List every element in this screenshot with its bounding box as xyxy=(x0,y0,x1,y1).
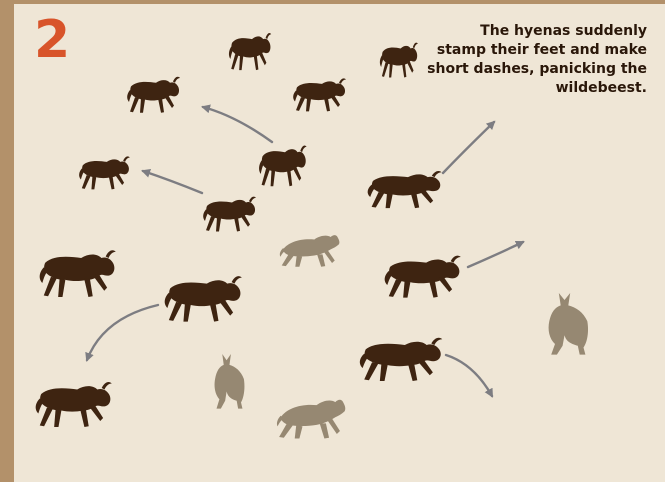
wildebeest-icon xyxy=(203,197,256,232)
motion-arrow-icon xyxy=(468,242,523,267)
motion-arrow-icon xyxy=(443,122,494,173)
wildebeest-icon xyxy=(36,382,112,427)
wildebeest-icon xyxy=(165,276,242,322)
motion-arrow-icon xyxy=(203,107,272,142)
wildebeest-icon xyxy=(368,171,442,208)
wildebeest-icon xyxy=(293,78,346,111)
wildebeest-icon xyxy=(380,43,418,78)
motion-arrow-icon xyxy=(87,305,158,360)
motion-arrow-icon xyxy=(446,355,492,396)
step-number: 2 xyxy=(34,14,70,66)
wildebeest-icon xyxy=(79,156,130,189)
wildebeest-icon xyxy=(259,145,307,186)
hyena-icon xyxy=(277,400,345,439)
hyena-icon xyxy=(549,293,588,355)
wildebeest-icon xyxy=(360,338,442,381)
wildebeest-icon xyxy=(229,33,271,70)
wildebeest-icon xyxy=(127,77,180,113)
hyena-icon xyxy=(215,354,245,409)
wildebeest-icon xyxy=(40,250,116,297)
hyena-icon xyxy=(280,235,340,267)
wildebeest-icon xyxy=(385,256,461,298)
motion-arrow-icon xyxy=(143,171,202,193)
caption-text: The hyenas suddenly stamp their feet and… xyxy=(427,22,647,98)
